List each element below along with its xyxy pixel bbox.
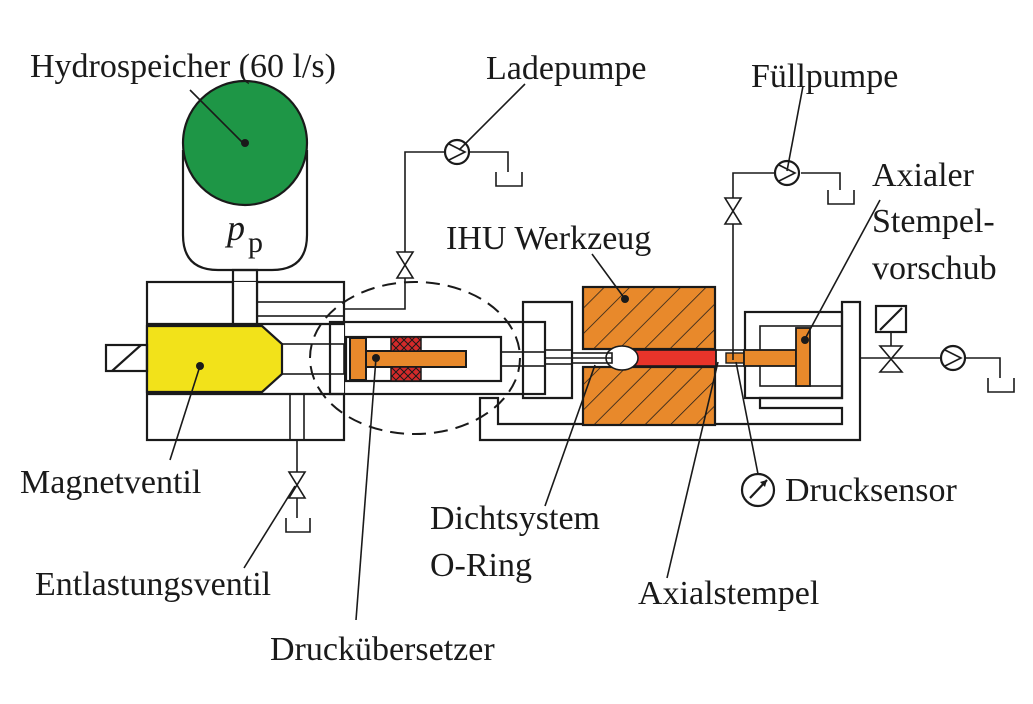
- label-hydrospeicher: Hydrospeicher (60 l/s): [30, 48, 336, 85]
- pressure-subscript: p: [248, 226, 263, 259]
- solenoid-valve-icon-right: [874, 304, 908, 373]
- label-druckuebersetzer: Druckübersetzer: [270, 631, 495, 668]
- tank-icon-right: [987, 378, 1015, 393]
- intensifier-seal-lower: [390, 366, 422, 382]
- label-dichtsystem-2: O-Ring: [430, 547, 532, 584]
- label-ihu-werkzeug: IHU Werkzeug: [446, 220, 651, 257]
- valve-housing: [104, 280, 346, 442]
- label-axialer-1: Axialer: [872, 157, 975, 194]
- pressure-intensifier: [309, 281, 547, 435]
- label-entlastungsventil: Entlastungsventil: [35, 566, 271, 603]
- magnet-valve-spool: [145, 324, 284, 394]
- label-axialer-3: vorschub: [872, 250, 997, 287]
- label-axialer-2: Stempel-: [872, 203, 995, 240]
- tank-icon-ladepumpe: [495, 172, 523, 187]
- label-fuellpumpe: Füllpumpe: [751, 58, 898, 95]
- pressure-symbol: p: [224, 208, 245, 248]
- solenoid-icon: [104, 343, 149, 373]
- ihu-tool: [545, 285, 717, 427]
- label-magnetventil: Magnetventil: [20, 464, 201, 501]
- tool-upper-half: [581, 285, 717, 351]
- leader-lines: [169, 83, 881, 621]
- label-axialstempel: Axialstempel: [638, 575, 819, 612]
- pump-icon-ladepumpe: [443, 138, 471, 166]
- tank-icon-relief: [285, 518, 311, 533]
- label-ladepumpe: Ladepumpe: [486, 50, 647, 87]
- valve-icon-relief: [287, 471, 307, 499]
- label-dichtsystem-1: Dichtsystem: [430, 500, 600, 537]
- label-drucksensor: Drucksensor: [785, 472, 958, 509]
- gauge-icon: [735, 361, 776, 508]
- tool-lower-half: [581, 365, 717, 427]
- valve-icon-fuellpumpe: [723, 197, 743, 225]
- valve-icon-ladepumpe: [395, 251, 415, 279]
- intensifier-seal-upper: [390, 336, 422, 352]
- pump-icon-right: [939, 344, 967, 372]
- pump-icon-fuellpumpe: [773, 159, 801, 187]
- tank-icon-fuellpumpe: [827, 190, 855, 205]
- axial-punch: [715, 327, 811, 387]
